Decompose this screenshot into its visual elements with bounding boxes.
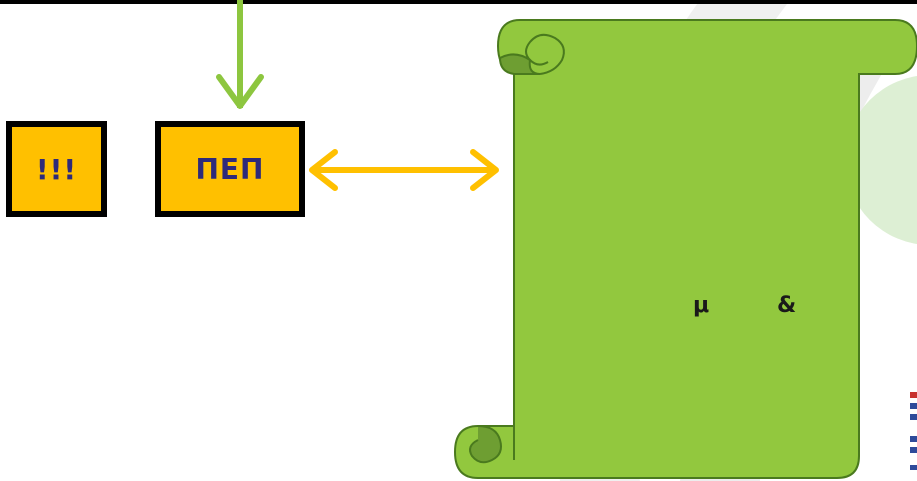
pep-box: ΠΕΠ	[155, 121, 305, 217]
alert-box: !!!	[6, 121, 107, 217]
bidirectional-arrow	[309, 149, 499, 191]
scroll-top-curl	[525, 33, 565, 75]
scroll-text-mu: μ	[693, 293, 710, 318]
alert-box-label: !!!	[35, 152, 78, 186]
top-border	[0, 0, 917, 4]
watermark-green-disc	[845, 76, 917, 244]
scroll-bottom-curl	[469, 425, 502, 464]
scroll-text-ampersand: &	[777, 293, 797, 318]
pep-box-label: ΠΕΠ	[195, 152, 265, 186]
scroll-top-curl-shade	[498, 53, 541, 75]
down-arrow	[216, 0, 264, 109]
